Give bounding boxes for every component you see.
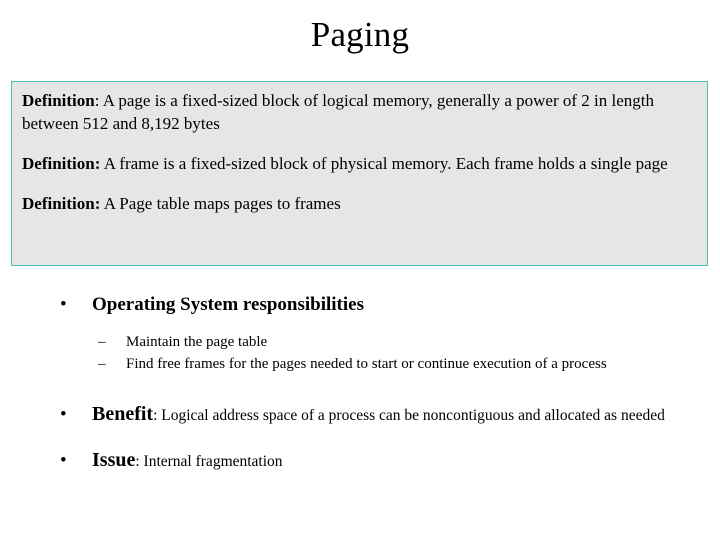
definition-term: Definition:: [22, 154, 101, 173]
list-item-lead: Benefit: [92, 403, 154, 425]
definition-box: Definition: A page is a fixed-sized bloc…: [11, 81, 708, 266]
definition-separator: :: [94, 91, 100, 110]
definition-term: Definition: [22, 91, 95, 110]
definition-body: A frame is a fixed-sized block of physic…: [103, 154, 668, 173]
definition-item: Definition: A Page table maps pages to f…: [22, 192, 697, 215]
list-item: • Operating System responsibilities: [0, 292, 720, 318]
page-title: Paging: [310, 15, 410, 54]
definition-item: Definition: A page is a fixed-sized bloc…: [22, 89, 697, 135]
definition-body: A page is a fixed-sized block of logical…: [22, 91, 655, 133]
definition-item: Definition: A frame is a fixed-sized blo…: [22, 152, 697, 175]
definition-body: A Page table maps pages to frames: [103, 194, 341, 213]
dash-icon: –: [98, 356, 106, 372]
list-item-detail: : Internal fragmentation: [135, 453, 283, 470]
sub-list-item-label: Maintain the page table: [126, 334, 268, 350]
list-item: • Benefit: Logical address space of a pr…: [0, 402, 720, 428]
list-item-detail: : Logical address space of a process can…: [153, 407, 665, 424]
list-item-label: Operating System responsibilities: [92, 294, 364, 315]
sub-list-item: – Maintain the page table: [0, 332, 720, 353]
bullet-icon: •: [60, 404, 67, 425]
list-item: • Issue: Internal fragmentation: [0, 448, 720, 474]
dash-icon: –: [98, 334, 106, 350]
bullet-icon: •: [60, 294, 67, 315]
sub-list-item: – Find free frames for the pages needed …: [0, 354, 720, 375]
list-item-lead: Issue: [92, 449, 136, 471]
definition-term: Definition:: [22, 194, 101, 213]
spacer: [0, 428, 720, 448]
bullet-list: • Operating System responsibilities – Ma…: [0, 292, 720, 474]
bullet-icon: •: [60, 450, 67, 471]
spacer: [0, 376, 720, 402]
sub-list-item-label: Find free frames for the pages needed to…: [126, 356, 607, 372]
spacer: [0, 322, 720, 332]
